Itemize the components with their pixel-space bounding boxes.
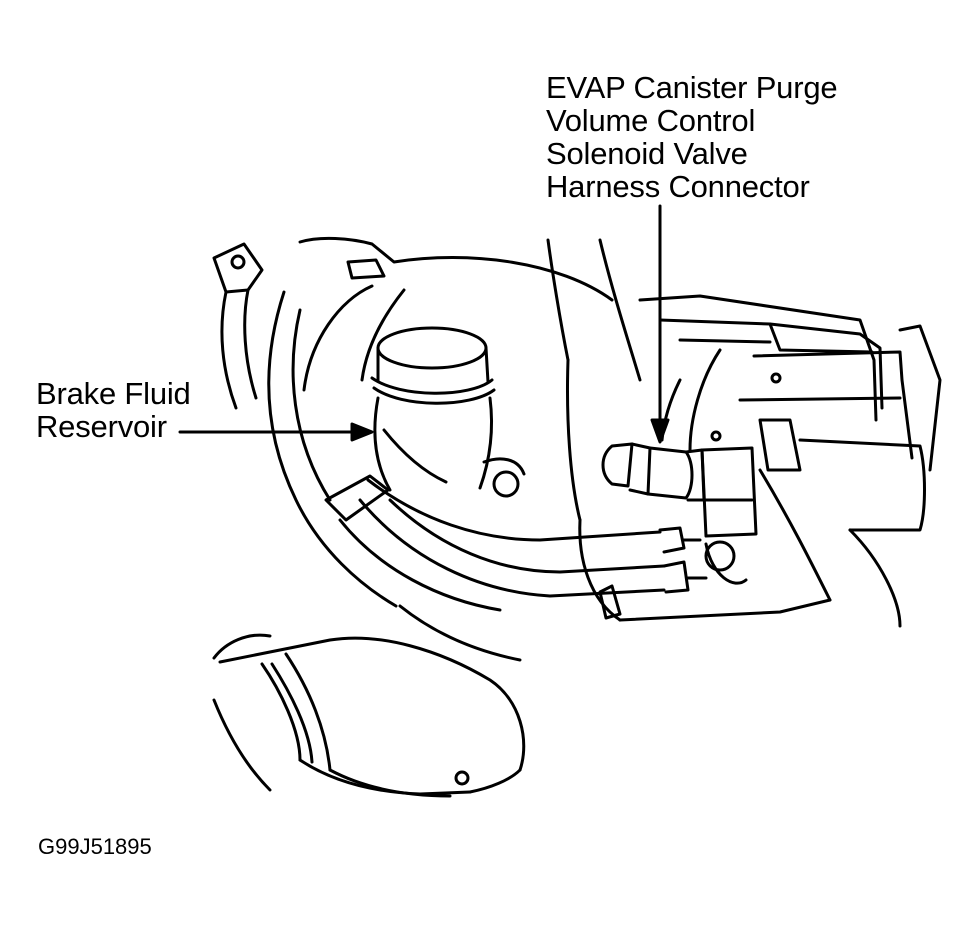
brake-leader-line bbox=[178, 422, 374, 442]
brake-fluid-reservoir-drawing bbox=[370, 326, 526, 498]
figure-id: G99J51895 bbox=[38, 834, 152, 859]
air-intake-duct bbox=[212, 633, 526, 798]
upper-vertical-hose bbox=[546, 238, 642, 522]
evap-callout-line-4: Harness Connector bbox=[546, 169, 810, 204]
brake-callout-line-2: Reservoir bbox=[36, 409, 167, 444]
evap-callout-line-2: Volume Control bbox=[546, 103, 756, 138]
left-mounting-bracket bbox=[212, 242, 264, 410]
evap-callout-line-1: EVAP Canister Purge bbox=[546, 70, 838, 105]
brake-booster bbox=[267, 236, 614, 608]
brake-reservoir-callout: Brake Fluid Reservoir bbox=[36, 377, 191, 443]
evap-leader-line bbox=[650, 204, 670, 444]
evap-callout-line-3: Solenoid Valve bbox=[546, 136, 748, 171]
right-side-components bbox=[638, 294, 942, 628]
evap-solenoid-valve-drawing bbox=[601, 430, 758, 585]
brake-line-pipes bbox=[324, 474, 708, 612]
lower-cover-panel bbox=[398, 518, 832, 662]
brake-callout-line-1: Brake Fluid bbox=[36, 376, 191, 411]
evap-valve-callout: EVAP Canister Purge Volume Control Solen… bbox=[546, 70, 838, 204]
